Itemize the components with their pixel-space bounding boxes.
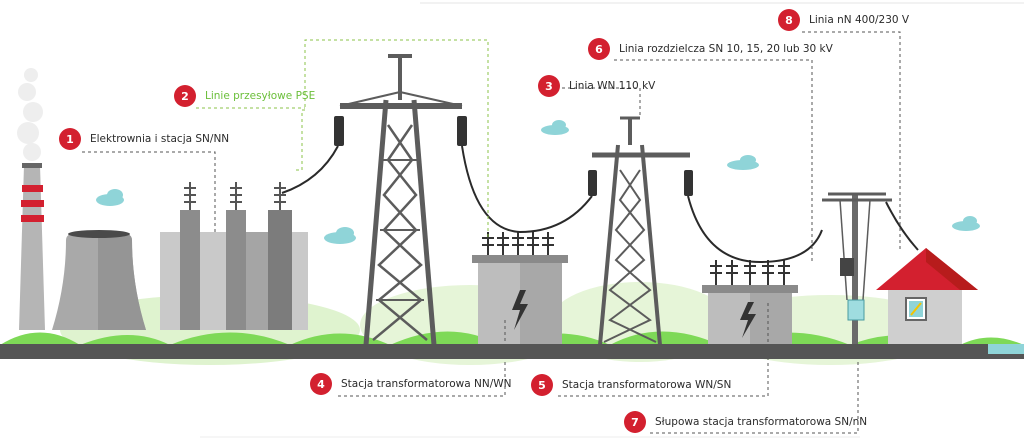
- pylon-110kv-insulators: [588, 170, 693, 196]
- callout-label: Elektrownia i stacja SN/NN: [90, 133, 230, 145]
- callout-3: 3 Linia WN 110 kV: [538, 75, 655, 97]
- cloud: [324, 227, 356, 244]
- house: [876, 248, 978, 345]
- callout-label: Stacja transformatorowa NN/WN: [341, 378, 512, 390]
- callout-label: Linia nN 400/230 V: [809, 14, 910, 26]
- pylon-insulators: [334, 116, 467, 146]
- pse-leader-line: [296, 39, 489, 240]
- ground: [0, 344, 1024, 359]
- substation-wn-sn-insulators: [710, 260, 790, 285]
- callout-label: Linia rozdzielcza SN 10, 15, 20 lub 30 k…: [619, 43, 833, 55]
- cooling-tower: [52, 230, 146, 330]
- substation-insulators: [482, 232, 554, 255]
- callout-2: 2 Linie przesyłowe PSE: [174, 85, 315, 107]
- clouds: [96, 120, 980, 244]
- callout-badge: 7: [624, 411, 646, 433]
- leader-lines: [82, 31, 901, 434]
- callout-badge: 8: [778, 9, 800, 31]
- callout-badge: 4: [310, 373, 332, 395]
- power-station: [160, 182, 308, 330]
- substation-wn-sn: [702, 260, 798, 345]
- callout-5: 5 Stacja transformatorowa WN/SN: [531, 374, 731, 396]
- transmission-pylon: [339, 54, 463, 346]
- callout-4: 4 Stacja transformatorowa NN/WN: [310, 373, 511, 395]
- smokestack: [17, 68, 45, 330]
- callout-1: 1 Elektrownia i stacja SN/NN: [59, 128, 229, 150]
- callout-7: 7 Słupowa stacja transformatorowa SN/nN: [624, 411, 867, 433]
- callout-badge: 5: [531, 374, 553, 396]
- water: [988, 344, 1024, 354]
- substation-nn-wn: [472, 232, 568, 345]
- callout-badge: 3: [538, 75, 560, 97]
- callout-label: Słupowa stacja transformatorowa SN/nN: [655, 416, 868, 428]
- callout-label: Linie przesyłowe PSE: [205, 90, 316, 102]
- callout-8: 8 Linia nN 400/230 V: [778, 9, 909, 31]
- cloud: [96, 189, 124, 206]
- smoke: [17, 68, 43, 161]
- callout-badge: 1: [59, 128, 81, 150]
- cloud: [541, 120, 569, 135]
- cloud: [727, 155, 759, 170]
- callout-badge: 6: [588, 38, 610, 60]
- utility-pole: [822, 192, 892, 345]
- power-lines: [281, 145, 919, 264]
- callout-label: Stacja transformatorowa WN/SN: [562, 379, 732, 391]
- insulators: [184, 182, 286, 210]
- callout-label: Linia WN 110 kV: [569, 80, 656, 92]
- cloud: [952, 216, 980, 231]
- transmission-pylon-110kv: [592, 116, 690, 346]
- callout-6: 6 Linia rozdzielcza SN 10, 15, 20 lub 30…: [588, 38, 833, 60]
- callout-badge: 2: [174, 85, 196, 107]
